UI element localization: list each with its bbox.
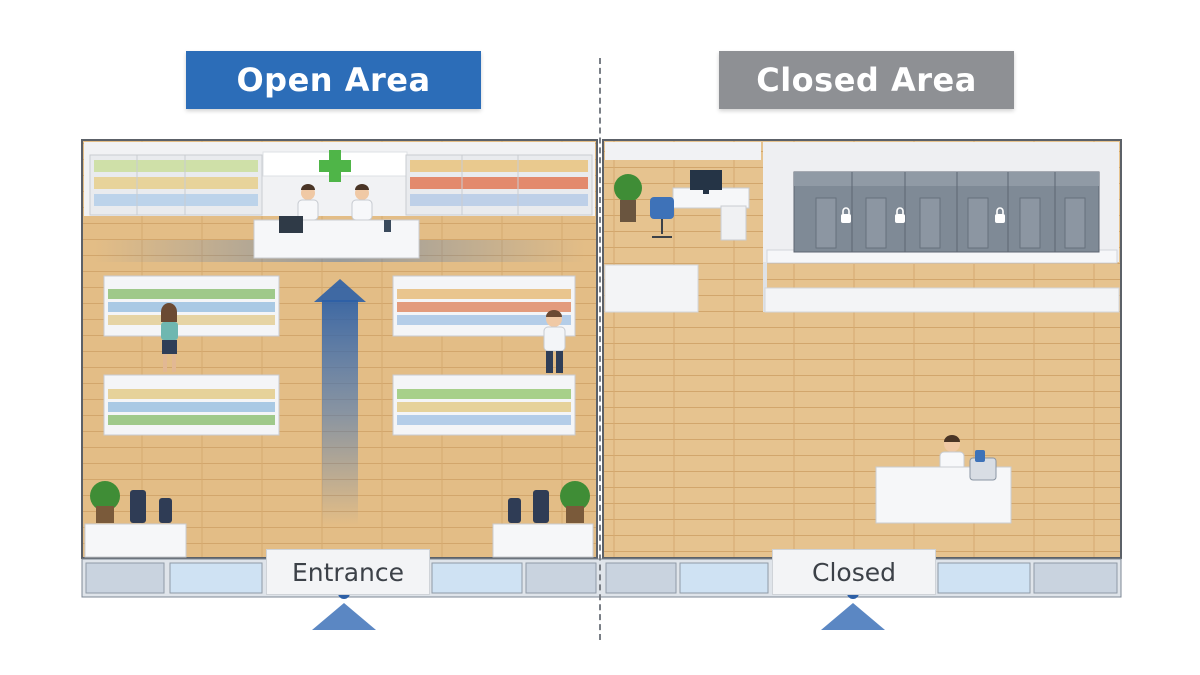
open-area-room — [81, 139, 598, 559]
aisle-shelf-4 — [392, 374, 576, 436]
staff-desk — [875, 435, 1012, 524]
entrance-furniture-left — [84, 481, 187, 558]
flow-arrow-icon — [314, 279, 366, 525]
pharmacy-counter — [253, 216, 420, 259]
back-shelf-left — [89, 154, 263, 216]
pharmacist-2 — [351, 184, 373, 221]
pharmacy-cross-icon — [319, 150, 351, 182]
back-shelf-right — [405, 154, 593, 216]
open-area-banner: Open Area — [186, 51, 481, 109]
lock-icon — [841, 207, 1005, 223]
pharmacist-1 — [297, 184, 319, 221]
aisle-shelf-1 — [103, 275, 280, 337]
closed-area-room — [602, 139, 1122, 559]
storage-lockers — [793, 171, 1100, 253]
entrance-label-text: Entrance — [291, 557, 404, 587]
closed-label-text: Closed — [812, 557, 896, 587]
aisle-shelf-2 — [392, 275, 576, 337]
entrance-furniture-right — [492, 481, 594, 558]
closed-door-label: Closed — [772, 549, 936, 595]
customer-1 — [161, 303, 178, 372]
entrance-door-label: Entrance — [266, 549, 430, 595]
closed-area-banner: Closed Area — [719, 51, 1014, 109]
front-wall — [81, 558, 1122, 598]
office-desk — [614, 170, 750, 241]
open-area-title: Open Area — [236, 61, 431, 99]
customer-2 — [543, 310, 566, 373]
area-divider — [599, 58, 601, 640]
aisle-shelf-3 — [103, 374, 280, 436]
closed-area-title: Closed Area — [756, 61, 977, 99]
